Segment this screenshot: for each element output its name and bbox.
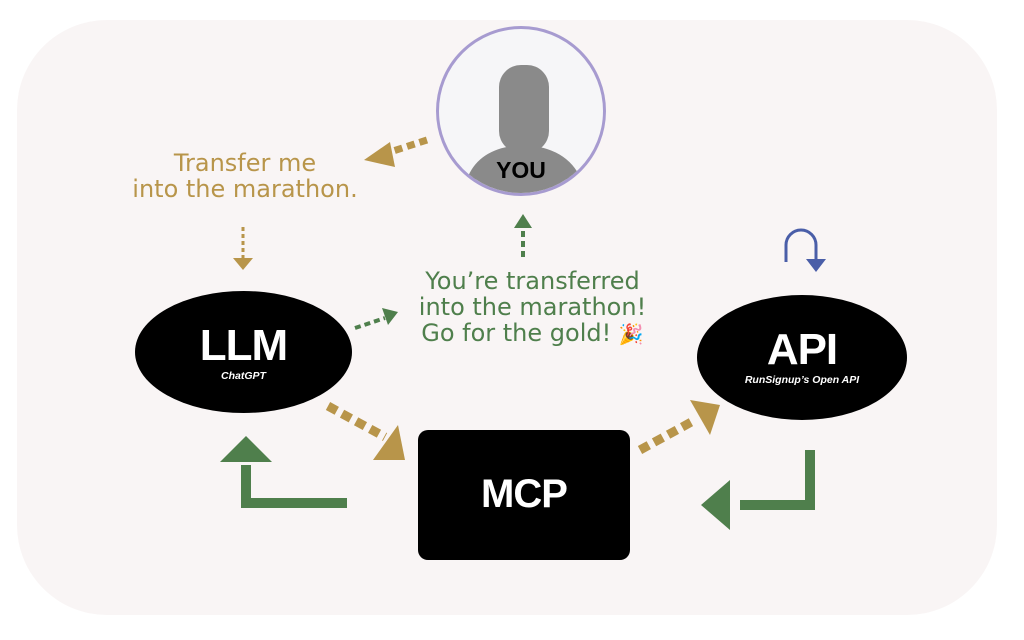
mcp-node: MCP xyxy=(418,430,630,560)
arrow-api-to-mcp xyxy=(701,450,815,530)
mcp-title: MCP xyxy=(481,472,568,516)
arrow-mcp-to-api xyxy=(637,400,720,454)
api-title: API xyxy=(766,325,838,374)
user-request-line-1: Transfer me xyxy=(173,149,317,177)
user-silhouette-icon xyxy=(439,65,603,193)
reply-line-2: into the marathon! xyxy=(418,293,647,321)
you-label: YOU xyxy=(496,157,546,183)
reply-line-3-text: Go for the gold! xyxy=(421,319,612,347)
party-popper-icon: 🎉 xyxy=(618,322,644,346)
api-subtitle: RunSignup’s Open API xyxy=(744,374,860,386)
reply-line-1: You’re transferred xyxy=(425,267,640,295)
arrow-mcp-to-llm xyxy=(220,436,347,508)
arrow-llm-to-mcp xyxy=(325,402,405,460)
reply-text: You’re transferred into the marathon! Go… xyxy=(400,268,665,347)
arrow-llm-to-reply xyxy=(354,308,398,330)
arrow-api-loop xyxy=(784,228,826,272)
api-node: API RunSignup’s Open API xyxy=(697,295,907,420)
reply-line-3: Go for the gold! 🎉 xyxy=(400,320,665,347)
arrow-you-to-message xyxy=(364,136,429,167)
arrow-reply-to-you xyxy=(514,214,532,257)
you-avatar: YOU xyxy=(436,26,606,196)
llm-node: LLM ChatGPT xyxy=(135,291,352,413)
arrow-message-to-llm xyxy=(233,227,253,270)
llm-title: LLM xyxy=(199,321,288,370)
llm-subtitle: ChatGPT xyxy=(221,370,266,382)
user-request-line-2: into the marathon. xyxy=(132,175,358,203)
user-request-text: Transfer me into the marathon. xyxy=(100,150,390,202)
